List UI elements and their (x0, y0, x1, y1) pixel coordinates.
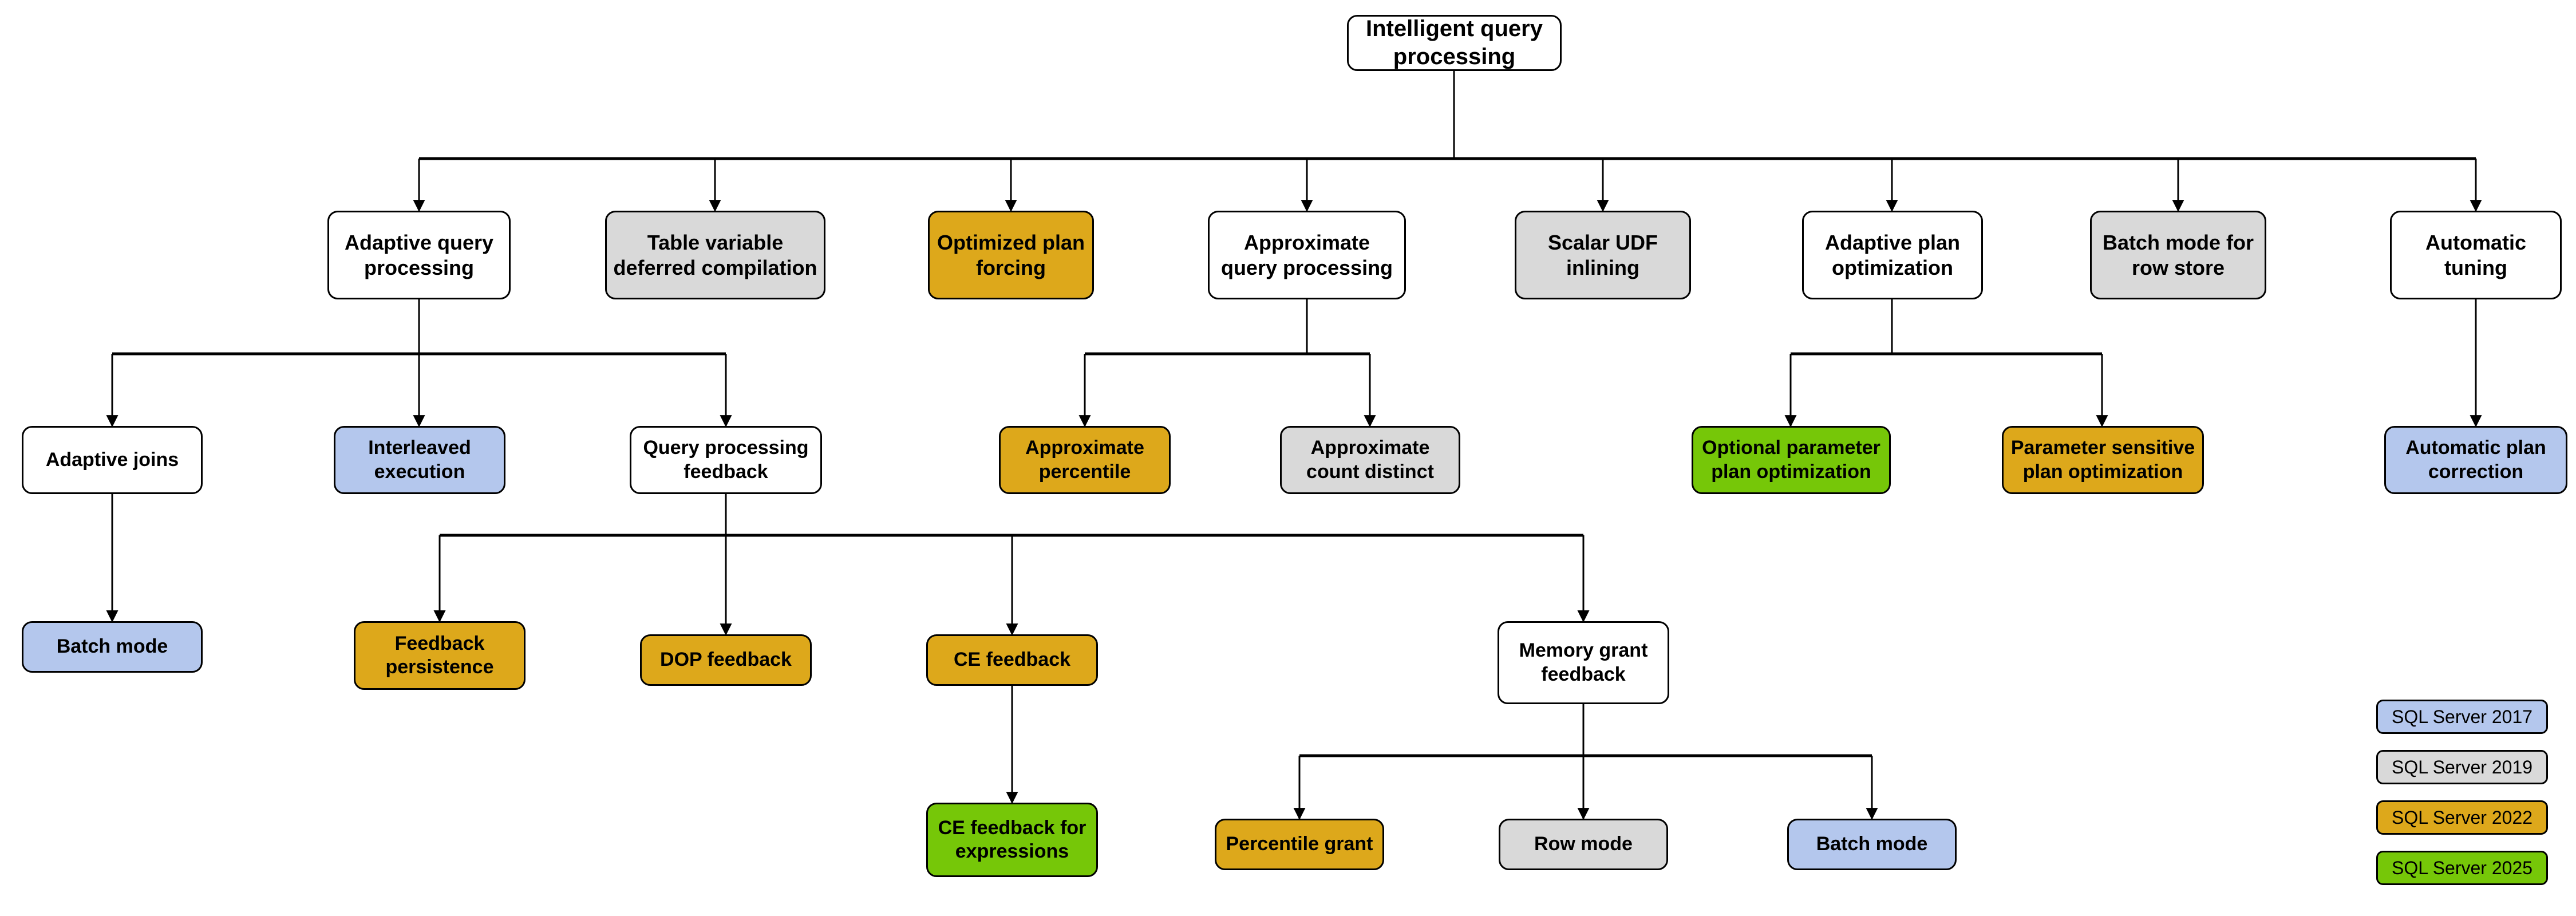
node-percentile-grant[interactable]: Percentile grant (1215, 819, 1384, 870)
node-label: DOP feedback (660, 649, 792, 671)
legend-label: SQL Server 2017 (2391, 706, 2533, 727)
node-adaptive-query-processing[interactable]: Adaptive query processing (327, 211, 511, 299)
node-approximate-percentile[interactable]: Approximate percentile (999, 426, 1171, 494)
node-label: CE feedback for expressions (938, 816, 1086, 862)
node-adaptive-joins[interactable]: Adaptive joins (22, 426, 203, 494)
node-dop-feedback[interactable]: DOP feedback (640, 634, 812, 686)
node-approximate-count-distinct[interactable]: Approximate count distinct (1280, 426, 1460, 494)
node-ce-feedback-for-expressions[interactable]: CE feedback for expressions (926, 803, 1098, 877)
node-label: Scalar UDF inlining (1547, 230, 1658, 279)
node-memory-grant-feedback[interactable]: Memory grant feedback (1498, 621, 1669, 704)
node-parameter-sensitive-plan-optimization[interactable]: Parameter sensitive plan optimization (2002, 426, 2204, 494)
node-feedback-persistence[interactable]: Feedback persistence (354, 621, 526, 690)
legend-label: SQL Server 2019 (2391, 756, 2533, 777)
node-label: Adaptive query processing (344, 230, 494, 279)
node-label: Intelligent query processing (1366, 16, 1543, 69)
node-query-processing-feedback[interactable]: Query processing feedback (630, 426, 822, 494)
node-label: Feedback persistence (385, 632, 494, 678)
node-batch-mode-for-row-store[interactable]: Batch mode for row store (2090, 211, 2266, 299)
node-batch-mode-adaptive-joins[interactable]: Batch mode (22, 621, 203, 673)
node-label: Query processing feedback (643, 437, 809, 483)
node-interleaved-execution[interactable]: Interleaved execution (334, 426, 505, 494)
node-intelligent-query-processing[interactable]: Intelligent query processing (1347, 15, 1562, 71)
node-label: Optimized plan forcing (937, 230, 1085, 279)
node-label: Batch mode for row store (2102, 230, 2254, 279)
legend-item-sql-server-2019[interactable]: SQL Server 2019 (2376, 750, 2548, 784)
legend-label: SQL Server 2022 (2391, 807, 2533, 828)
node-scalar-udf-inlining[interactable]: Scalar UDF inlining (1515, 211, 1691, 299)
legend-label: SQL Server 2025 (2391, 857, 2533, 878)
node-label: Adaptive plan optimization (1824, 230, 1961, 279)
node-optional-parameter-plan-optimization[interactable]: Optional parameter plan optimization (1692, 426, 1891, 494)
node-approximate-query-processing[interactable]: Approximate query processing (1208, 211, 1406, 299)
node-label: Table variable deferred compilation (613, 230, 817, 279)
legend-item-sql-server-2022[interactable]: SQL Server 2022 (2376, 800, 2548, 835)
node-optimized-plan-forcing[interactable]: Optimized plan forcing (928, 211, 1094, 299)
node-label: CE feedback (953, 649, 1071, 671)
node-label: Percentile grant (1226, 833, 1373, 855)
node-label: Adaptive joins (45, 448, 179, 471)
node-label: Memory grant feedback (1519, 639, 1648, 685)
node-label: Batch mode (1816, 833, 1928, 855)
node-label: Interleaved execution (368, 437, 471, 483)
node-adaptive-plan-optimization[interactable]: Adaptive plan optimization (1802, 211, 1983, 299)
node-label: Approximate percentile (1025, 437, 1144, 483)
node-table-variable-deferred-compilation[interactable]: Table variable deferred compilation (605, 211, 825, 299)
legend-item-sql-server-2017[interactable]: SQL Server 2017 (2376, 700, 2548, 734)
node-label: Automatic tuning (2425, 230, 2526, 279)
node-label: Approximate count distinct (1306, 437, 1434, 483)
legend-item-sql-server-2025[interactable]: SQL Server 2025 (2376, 851, 2548, 885)
node-batch-mode-memory-grant[interactable]: Batch mode (1787, 819, 1957, 870)
node-automatic-tuning[interactable]: Automatic tuning (2390, 211, 2562, 299)
node-label: Automatic plan correction (2405, 437, 2546, 483)
node-label: Parameter sensitive plan optimization (2010, 437, 2195, 483)
node-row-mode[interactable]: Row mode (1499, 819, 1668, 870)
node-label: Row mode (1534, 833, 1633, 855)
node-label: Batch mode (56, 635, 168, 658)
node-automatic-plan-correction[interactable]: Automatic plan correction (2384, 426, 2567, 494)
node-ce-feedback[interactable]: CE feedback (926, 634, 1098, 686)
node-label: Optional parameter plan optimization (1702, 437, 1880, 483)
node-label: Approximate query processing (1220, 230, 1393, 279)
